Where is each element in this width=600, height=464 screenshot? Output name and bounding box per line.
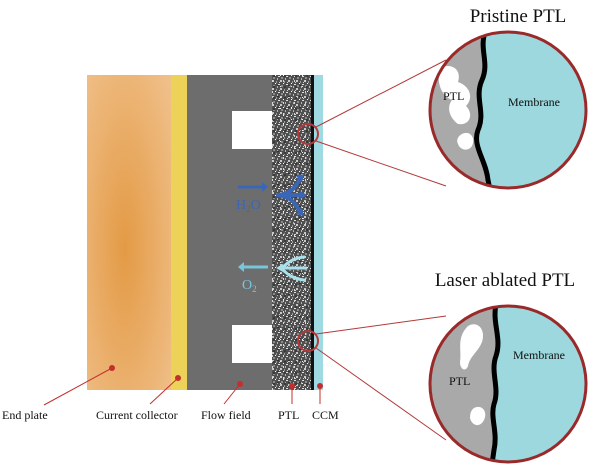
- flow-channel: [232, 111, 272, 149]
- ccm-layer: [314, 75, 323, 390]
- water-flow-arrow: [238, 182, 268, 192]
- label-end-plate: End plate: [2, 408, 48, 422]
- pristine-ptl-label: PTL: [443, 89, 464, 103]
- pristine-ptl-callout: [430, 32, 586, 188]
- oxygen-collection-arrows: [276, 255, 308, 282]
- ptl-layer-texture: [272, 75, 312, 390]
- layer-label-leaders: [43, 365, 323, 406]
- callout-leaders: [297, 59, 447, 441]
- oxygen-label: O2: [242, 278, 257, 294]
- label-current-collector: Current collector: [96, 408, 178, 422]
- oxygen-flow-arrow: [238, 262, 268, 272]
- end-plate-layer: [87, 75, 171, 390]
- water-diffusion-arrows: [276, 174, 307, 216]
- water-label: H2O: [236, 198, 261, 214]
- label-ptl: PTL: [278, 408, 299, 422]
- laser-ptl-circle: [428, 304, 588, 464]
- laser-membrane-label: Membrane: [513, 348, 565, 362]
- current-collector-layer: [171, 75, 187, 390]
- pristine-ptl-title: Pristine PTL: [470, 6, 567, 27]
- membrane-black-line: [311, 75, 314, 390]
- pristine-ptl-circle: [428, 30, 588, 190]
- laser-ptl-title: Laser ablated PTL: [435, 270, 575, 291]
- laser-ptl-label: PTL: [449, 374, 470, 388]
- pristine-membrane-label: Membrane: [508, 95, 560, 109]
- label-ccm: CCM: [312, 408, 339, 422]
- label-flow-field: Flow field: [201, 408, 251, 422]
- flow-channel: [232, 325, 272, 363]
- laser-ptl-callout: [430, 306, 586, 462]
